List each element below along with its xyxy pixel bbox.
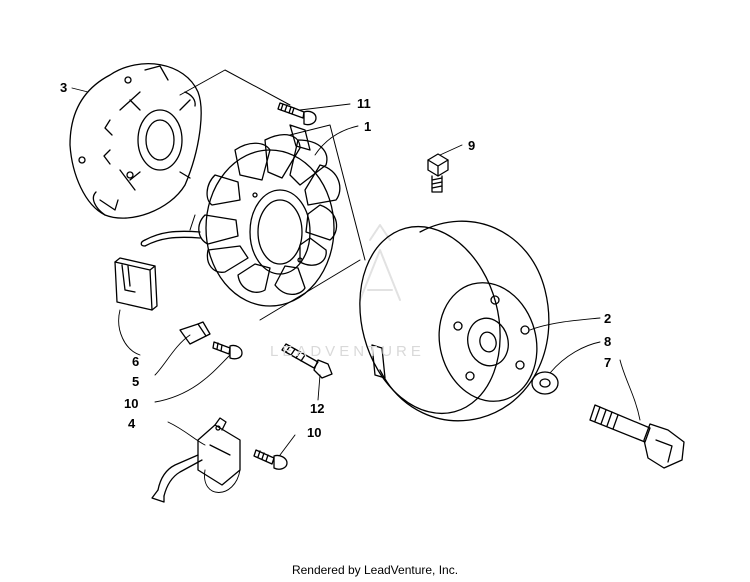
- bolt-10-upper: [212, 341, 243, 360]
- clip-5: [179, 321, 211, 345]
- callout-3: 3: [60, 80, 67, 95]
- callout-8: 8: [604, 334, 611, 349]
- callout-2: 2: [604, 311, 611, 326]
- callout-1: 1: [364, 119, 371, 134]
- watermark-logo: [359, 224, 401, 301]
- callout-4: 4: [128, 416, 136, 431]
- callout-10-upper: 10: [124, 396, 138, 411]
- callout-9: 9: [468, 138, 475, 153]
- washer-8: [531, 371, 559, 395]
- stator-assembly: [140, 124, 341, 307]
- stator-cover-plate: [69, 63, 202, 219]
- callout-12: 12: [310, 401, 324, 416]
- callout-labels: 3 11 1 9 2 8 7 6 5 10 12 4 10: [60, 80, 611, 440]
- bolt-12: [281, 343, 333, 379]
- bolt-11: [277, 102, 317, 126]
- callout-6: 6: [132, 354, 139, 369]
- bolt-9: [427, 153, 449, 193]
- callout-7: 7: [604, 355, 611, 370]
- callout-10-lower: 10: [307, 425, 321, 440]
- callout-5: 5: [132, 374, 139, 389]
- pickup-coil-6: [114, 257, 158, 311]
- watermark-text: LEADVENTURE: [270, 343, 425, 360]
- sensor-4: [151, 417, 241, 503]
- assembly-bracket-lines: [179, 69, 366, 321]
- leader-lines: [71, 87, 641, 493]
- flywheel-bolt-7: [589, 404, 685, 469]
- flywheel-2: [359, 220, 550, 422]
- callout-11: 11: [357, 96, 371, 111]
- footer-credit: Rendered by LeadVenture, Inc.: [291, 563, 459, 577]
- bolt-10-lower: [253, 449, 288, 470]
